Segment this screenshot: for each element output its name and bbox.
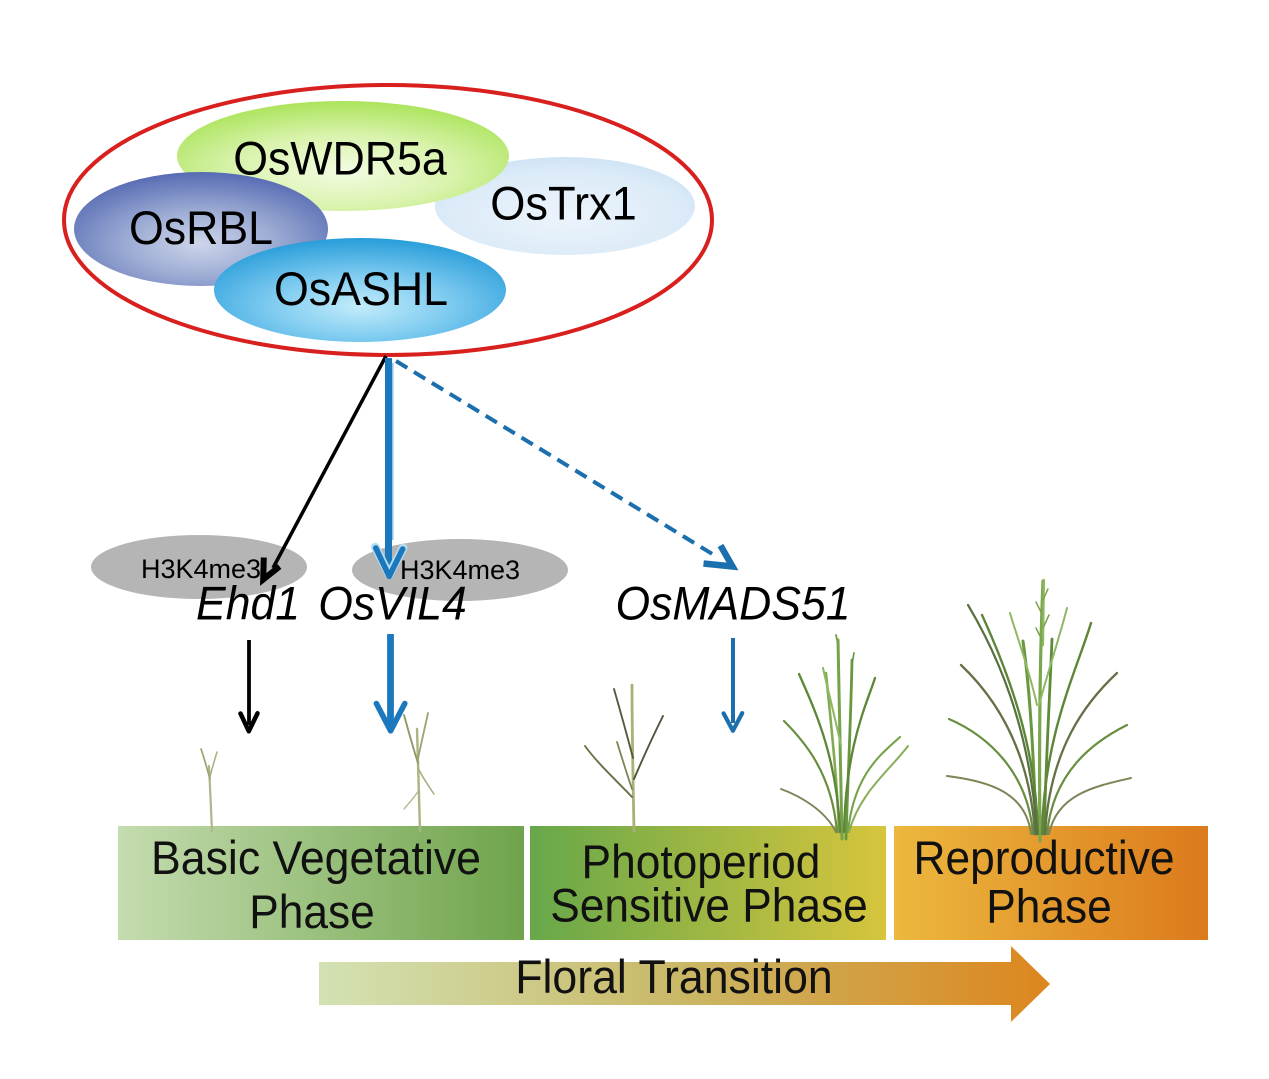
svg-text:Phase: Phase [986,880,1112,933]
svg-text:Reproductive: Reproductive [914,831,1175,884]
svg-text:OsMADS51: OsMADS51 [616,577,851,630]
svg-text:Floral Transition: Floral Transition [515,950,833,1003]
svg-text:H3K4me3: H3K4me3 [400,555,520,585]
svg-text:Ehd1: Ehd1 [196,577,300,630]
svg-text:OsASHL: OsASHL [274,262,448,315]
svg-text:Sensitive Phase: Sensitive Phase [550,879,868,932]
svg-text:OsTrx1: OsTrx1 [490,177,637,230]
svg-text:Phase: Phase [249,885,375,938]
svg-text:OsWDR5a: OsWDR5a [233,132,447,185]
svg-text:OsVIL4: OsVIL4 [318,577,466,630]
svg-text:Basic Vegetative: Basic Vegetative [151,831,481,884]
svg-text:H3K4me3: H3K4me3 [141,554,261,584]
svg-text:Photoperiod: Photoperiod [582,835,821,888]
svg-text:OsRBL: OsRBL [129,201,273,254]
